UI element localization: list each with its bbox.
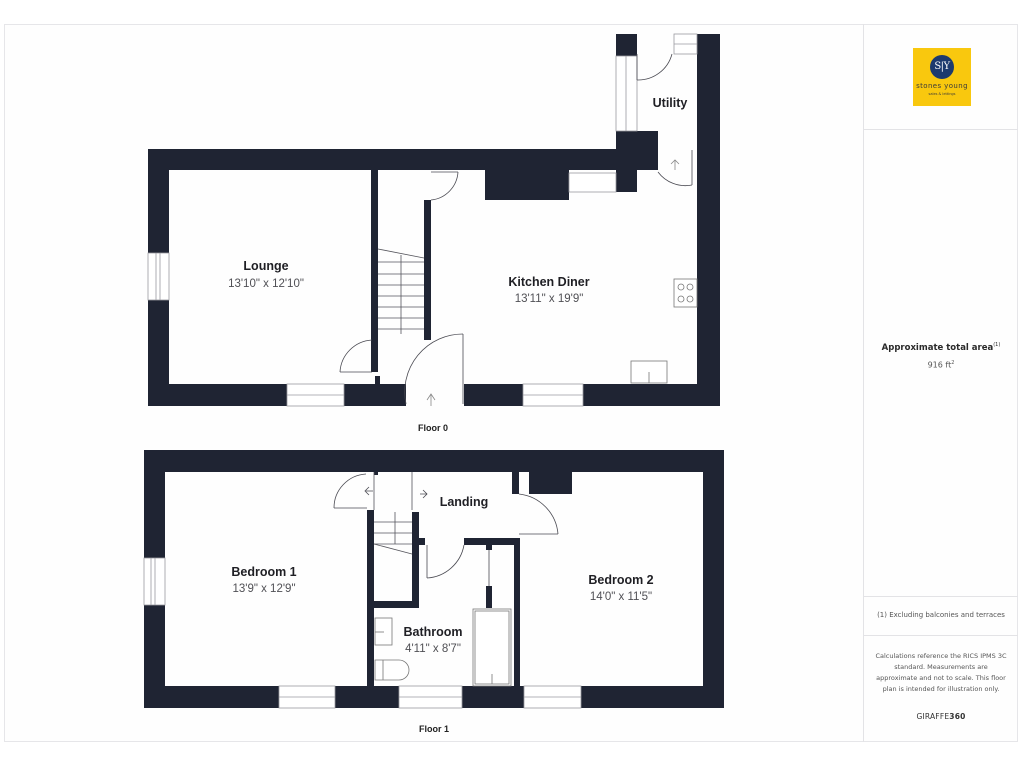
logo-section: S|Y stones young sales & lettings — [864, 24, 1018, 130]
excluding-note-section: (1) Excluding balconies and terraces — [864, 596, 1018, 636]
area-value: 916 ft2 — [927, 360, 955, 370]
floor-0-plan: Lounge 13'10" x 12'10" Kitchen Diner 13'… — [147, 33, 720, 433]
room-label-kitchen-diner: Kitchen Diner — [508, 275, 589, 289]
room-dims-kitchen-diner: 13'11" x 19'9" — [515, 293, 584, 305]
room-label-landing: Landing — [440, 495, 489, 509]
room-label-bedroom-1: Bedroom 1 — [231, 565, 296, 579]
room-dims-bathroom: 4'11" x 8'7" — [405, 643, 461, 655]
giraffe360-brand: GIRAFFE360 — [916, 712, 966, 721]
room-dims-bedroom-1: 13'9" x 12'9" — [232, 583, 295, 595]
disclaimer-text: Calculations reference the RICS IPMS 3C … — [875, 652, 1007, 693]
excluding-note: (1) Excluding balconies and terraces — [877, 611, 1005, 619]
room-dims-lounge: 13'10" x 12'10" — [228, 278, 304, 290]
room-label-lounge: Lounge — [243, 259, 288, 273]
logo-name: stones young — [916, 82, 968, 90]
floor-1-plan: Bedroom 1 13'9" x 12'9" Landing Bathroom… — [143, 450, 724, 734]
room-label-utility: Utility — [653, 96, 688, 110]
area-title: Approximate total area(1) — [881, 342, 1001, 353]
logo-monogram: S|Y — [930, 55, 954, 79]
room-dims-bedroom-2: 14'0" x 11'5" — [590, 591, 652, 603]
floor-0-label: Floor 0 — [418, 423, 448, 433]
room-label-bathroom: Bathroom — [403, 625, 462, 639]
floor-1-label: Floor 1 — [419, 724, 449, 734]
logo-tagline: sales & lettings — [928, 92, 956, 96]
info-sidebar: S|Y stones young sales & lettings Approx… — [863, 24, 1018, 742]
room-label-bedroom-2: Bedroom 2 — [588, 573, 653, 587]
agency-logo: S|Y stones young sales & lettings — [913, 48, 971, 106]
